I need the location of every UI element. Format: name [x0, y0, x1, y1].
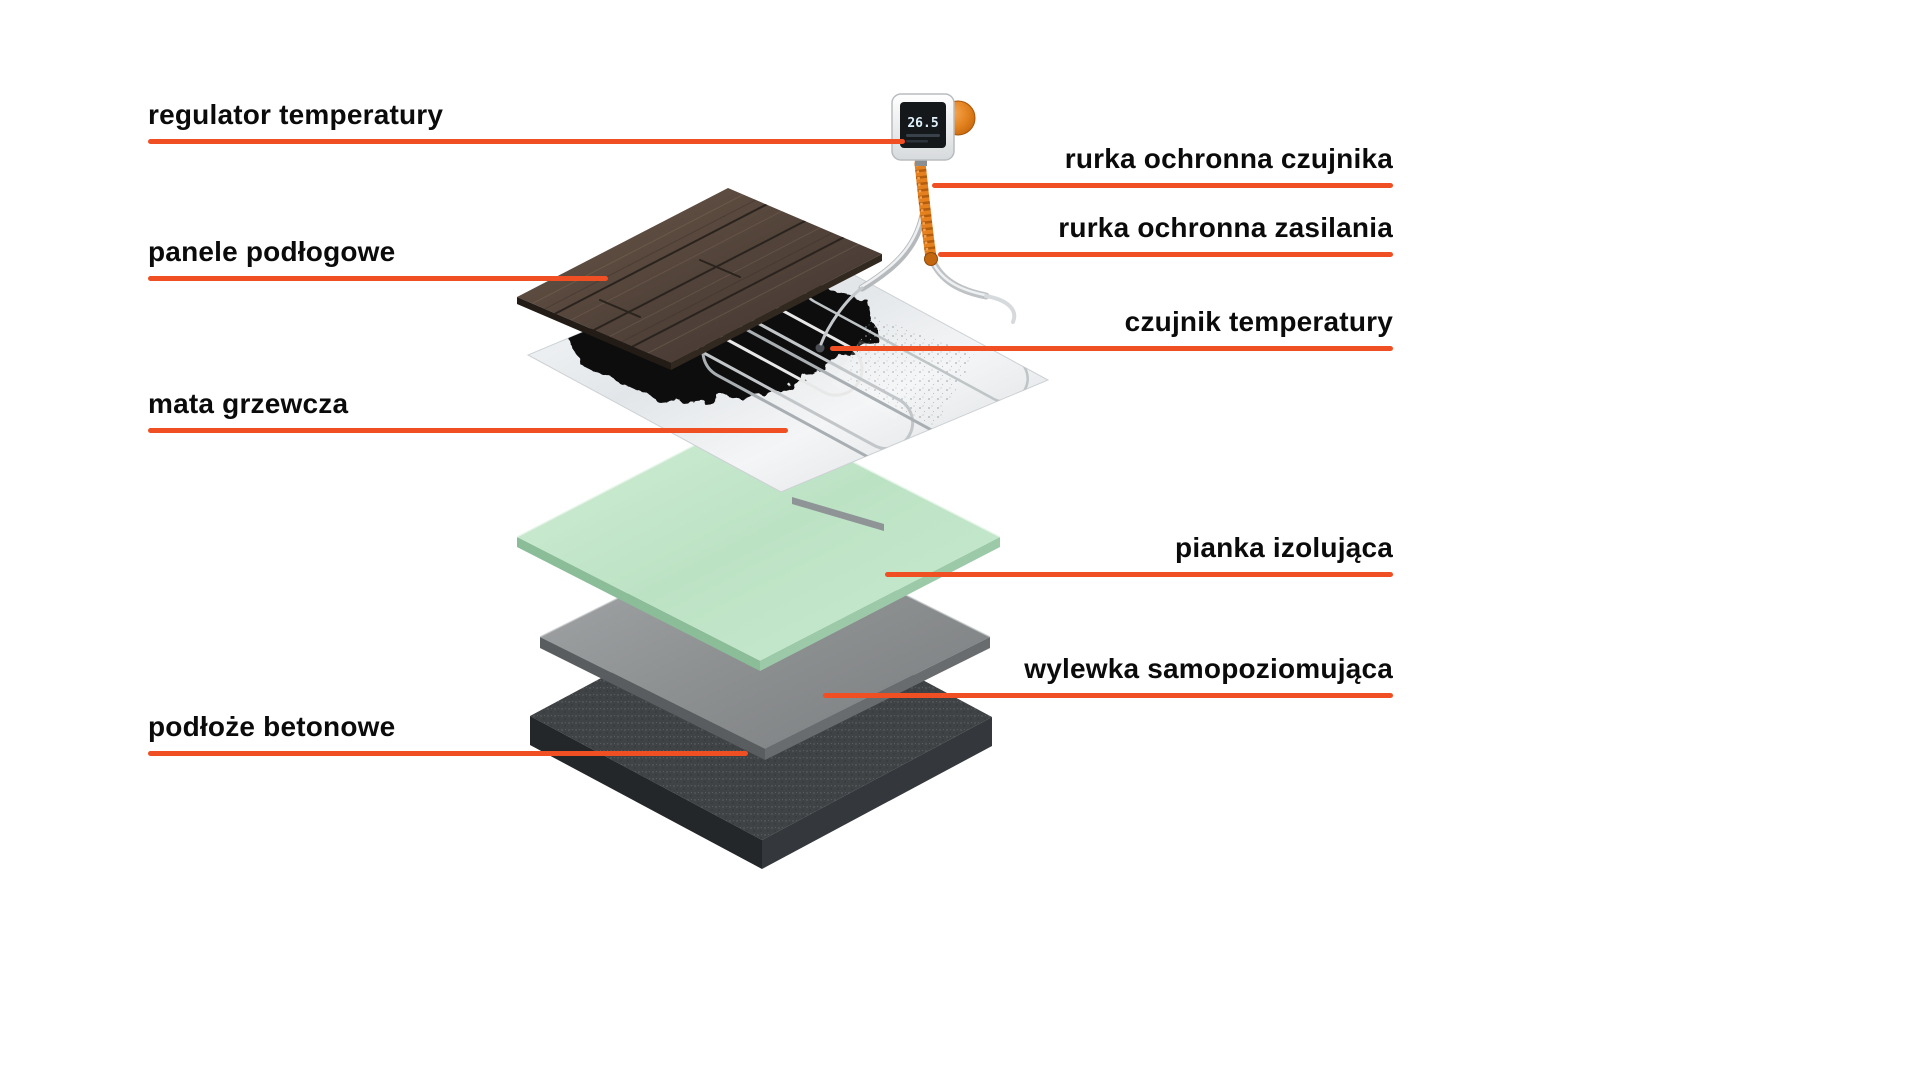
- thermostat-display: 26.5: [907, 116, 938, 131]
- label-text: mata grzewcza: [148, 388, 349, 419]
- leader-line-rurka-ochronna-zasilania: [938, 251, 1393, 257]
- label-regulator-temperatury: regulator temperatury: [148, 99, 905, 144]
- label-pianka-izolujaca: pianka izolująca: [885, 532, 1393, 577]
- leader-line-czujnik-temperatury: [830, 345, 1393, 351]
- temperature-sensor-dot: [815, 343, 825, 353]
- leader-line-regulator-temperatury: [148, 138, 905, 144]
- corrugated-tube: [914, 157, 938, 266]
- label-text: wylewka samopoziomująca: [1024, 653, 1393, 684]
- label-text: czujnik temperatury: [1124, 306, 1393, 337]
- foam-sensor-slit: [792, 497, 884, 531]
- leader-line-panele-podlogowe: [148, 275, 608, 281]
- label-panele-podlogowe: panele podłogowe: [148, 236, 608, 281]
- label-mata-grzewcza: mata grzewcza: [148, 388, 788, 433]
- leader-line-mata-grzewcza: [148, 427, 788, 433]
- sensor-wire: [819, 286, 864, 346]
- thermostat: 26.5: [891, 93, 976, 166]
- label-rurka-ochronna-zasilania: rurka ochronna zasilania: [938, 212, 1393, 257]
- leader-line-wylewka-samopoziomujaca: [823, 692, 1393, 698]
- leader-line-pianka-izolujaca: [885, 571, 1393, 577]
- floor-panels-layer: [517, 188, 882, 370]
- label-text: rurka ochronna czujnika: [1064, 143, 1393, 174]
- label-rurka-ochronna-czujnika: rurka ochronna czujnika: [932, 143, 1393, 188]
- label-podloze-betonowe: podłoże betonowe: [148, 711, 748, 756]
- label-wylewka-samopoziomujaca: wylewka samopoziomująca: [823, 653, 1393, 698]
- label-text: podłoże betonowe: [148, 711, 396, 742]
- label-text: rurka ochronna zasilania: [1058, 212, 1393, 243]
- label-text: panele podłogowe: [148, 236, 396, 267]
- insulation-foam-layer: [516, 412, 1001, 671]
- leader-line-rurka-ochronna-czujnika: [932, 182, 1393, 188]
- label-text: pianka izolująca: [1175, 532, 1393, 563]
- label-text: regulator temperatury: [148, 99, 444, 130]
- leader-line-podloze-betonowe: [148, 750, 748, 756]
- label-czujnik-temperatury: czujnik temperatury: [830, 306, 1393, 351]
